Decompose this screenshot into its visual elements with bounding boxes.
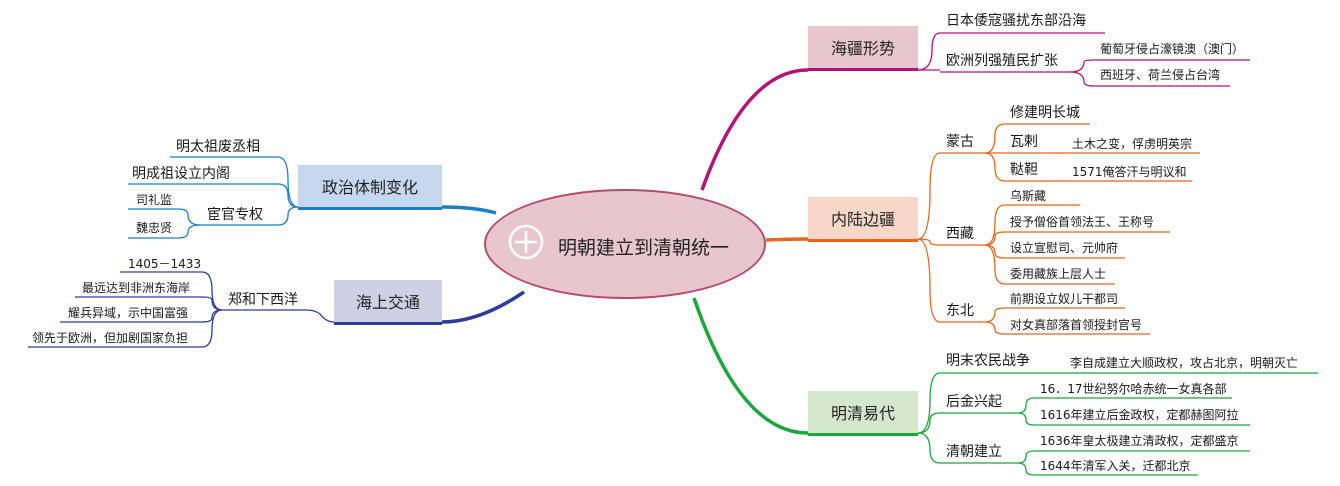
topic-label[interactable]: 土木之变，俘虏明英宗 — [1072, 137, 1193, 151]
topic-label[interactable]: 魏忠贤 — [136, 221, 173, 235]
topic-label[interactable]: 明太祖废丞相 — [176, 139, 260, 155]
topic-label[interactable]: 授予僧俗首领法王、王称号 — [1010, 215, 1155, 229]
link-central-mingqing — [692, 297, 809, 435]
link-central-haijiang — [700, 68, 809, 191]
link-central-zhengzhi — [441, 205, 497, 215]
central-topic-label: 明朝建立到清朝统一 — [558, 237, 730, 259]
topic-label[interactable]: 对女真部落首领授封官号 — [1010, 318, 1143, 332]
topic-label[interactable]: 1644年清军入关，迁都北京 — [1040, 459, 1191, 473]
link-central-neilu — [765, 237, 809, 242]
topic-label[interactable]: 最远达到非洲东海岸 — [82, 281, 191, 295]
central-topic[interactable] — [484, 189, 766, 299]
branch-haishang[interactable]: 海上交通 — [334, 280, 442, 325]
branch-zhengzhi[interactable]: 政治体制变化 — [298, 165, 442, 210]
expand-plus-icon[interactable] — [506, 222, 546, 262]
topic-label[interactable]: 鞑靼 — [1010, 162, 1038, 178]
topic-label[interactable]: 耀兵异域，示中国富强 — [68, 306, 189, 320]
topic-label[interactable]: 瓦剌 — [1010, 134, 1038, 150]
topic-label[interactable]: 领先于欧洲，但加剧国家负担 — [32, 331, 189, 345]
branch-mingqing[interactable]: 明清易代 — [808, 391, 918, 436]
topic-label[interactable]: 蒙古 — [946, 134, 974, 150]
topic-label[interactable]: 郑和下西洋 — [228, 292, 298, 308]
topic-label[interactable]: 1636年皇太极建立清政权，定都盛京 — [1040, 434, 1239, 448]
topic-label[interactable]: 司礼监 — [136, 193, 173, 207]
topic-label[interactable]: 前期设立奴儿干都司 — [1010, 292, 1119, 306]
topic-label[interactable]: 西班牙、荷兰侵占台湾 — [1100, 68, 1221, 82]
topic-label[interactable]: 乌斯藏 — [1010, 189, 1047, 203]
topic-label[interactable]: 西藏 — [946, 226, 974, 242]
topic-label[interactable]: 1571俺答汗与明议和 — [1072, 165, 1187, 179]
topic-label[interactable]: 清朝建立 — [946, 444, 1002, 460]
topic-label[interactable]: 16．17世纪努尔哈赤统一女真各部 — [1040, 382, 1227, 396]
topic-label[interactable]: 后金兴起 — [946, 394, 1002, 410]
topic-label[interactable]: 东北 — [946, 303, 974, 319]
topic-label[interactable]: 修建明长城 — [1010, 105, 1080, 121]
topic-label[interactable]: 葡萄牙侵占濠镜澳（澳门） — [1100, 42, 1245, 56]
topic-label[interactable]: 宦官专权 — [207, 207, 263, 223]
topic-label[interactable]: 欧洲列强殖民扩张 — [946, 53, 1058, 69]
link-central-haishang — [441, 290, 525, 324]
topic-label[interactable]: 明末农民战争 — [946, 353, 1030, 369]
topic-label[interactable]: 1405－1433 — [128, 257, 202, 271]
topic-label[interactable]: 李自成建立大顺政权，攻占北京，明朝灭亡 — [1070, 356, 1299, 370]
topic-label[interactable]: 设立宣慰司、元帅府 — [1010, 241, 1119, 255]
branch-neilu[interactable]: 内陆边疆 — [808, 197, 918, 242]
topic-label[interactable]: 委用藏族上层人士 — [1010, 267, 1107, 281]
topic-label[interactable]: 明成祖设立内阁 — [132, 166, 230, 182]
topic-label[interactable]: 1616年建立后金政权，定都赫图阿拉 — [1040, 408, 1239, 422]
branch-haijiang[interactable]: 海疆形势 — [808, 26, 918, 71]
topic-label[interactable]: 日本倭寇骚扰东部沿海 — [946, 13, 1086, 29]
